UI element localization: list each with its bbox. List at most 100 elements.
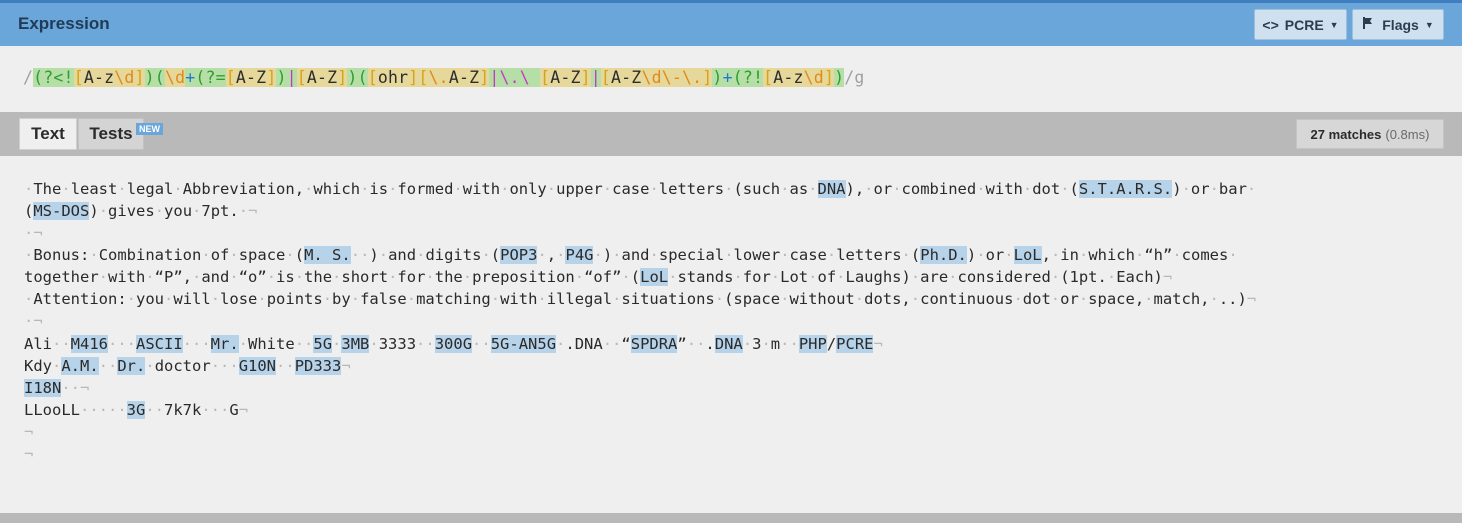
- whitespace-marker: ·: [462, 268, 473, 286]
- whitespace-marker: ·: [546, 180, 557, 198]
- whitespace-marker: ·: [761, 335, 771, 353]
- regex-token: A-Z: [448, 68, 480, 87]
- text-segment: .DNA: [565, 335, 603, 353]
- match-highlight: SPDRA: [630, 335, 678, 353]
- whitespace-marker: ·: [892, 180, 902, 198]
- flavor-button[interactable]: <> PCRE ▼: [1254, 9, 1347, 40]
- regex-token: A-z: [83, 68, 115, 87]
- regex-input[interactable]: /(?<![A-z\d])(\d+(?=[A-Z])|[A-Z])([ohr][…: [23, 68, 865, 87]
- text-segment: LLooLL: [24, 401, 80, 419]
- whitespace-marker: ·: [1050, 246, 1061, 264]
- match-highlight: Ph.D.: [920, 246, 967, 264]
- whitespace-marker: ··: [294, 335, 314, 353]
- text-segment: only: [509, 180, 547, 198]
- match-count: 27 matches: [1310, 126, 1382, 142]
- whitespace-marker: ·: [350, 290, 361, 308]
- regex-token: |: [286, 68, 297, 87]
- match-highlight: PD333: [294, 357, 342, 375]
- whitespace-marker: ··: [780, 335, 799, 353]
- text-segment: you: [164, 202, 193, 220]
- whitespace-marker: ·: [1050, 290, 1061, 308]
- whitespace-marker: ··: [472, 335, 491, 353]
- match-info[interactable]: 27 matches (0.8ms): [1296, 119, 1444, 149]
- text-segment: stands: [677, 268, 734, 286]
- test-text-area[interactable]: ·The·least·legal·Abbreviation,·which·is·…: [0, 156, 1462, 513]
- text-segment: Abbreviation,: [182, 180, 305, 198]
- whitespace-marker: ·: [854, 290, 865, 308]
- text-segment: with: [500, 290, 538, 308]
- whitespace-marker: ·: [948, 268, 958, 286]
- regex-token: (: [154, 68, 165, 87]
- text-segment: case: [612, 180, 650, 198]
- text-segment: is: [369, 180, 389, 198]
- tab-tests[interactable]: Tests: [78, 118, 144, 150]
- whitespace-marker: ·: [1209, 180, 1219, 198]
- code-icon: <>: [1262, 16, 1279, 33]
- text-line: ¬: [24, 423, 33, 441]
- whitespace-marker: ·: [229, 246, 239, 264]
- caret-down-icon: ▼: [1424, 19, 1434, 30]
- whitespace-marker: ·: [537, 246, 547, 264]
- whitespace-marker: ·: [780, 246, 790, 264]
- regex-token: (?<!: [33, 68, 74, 87]
- whitespace-marker: ···: [201, 401, 230, 419]
- match-highlight: M. S.: [304, 246, 351, 264]
- flags-label: Flags: [1382, 16, 1419, 33]
- text-segment: preposition: [472, 268, 575, 286]
- text-segment: space,: [1088, 290, 1145, 308]
- text-segment: “o”: [238, 268, 267, 286]
- match-highlight: M416: [70, 335, 108, 353]
- text-line: ·Attention:·you·will·lose·points·by·fals…: [24, 290, 1256, 308]
- regex-token: [: [73, 68, 84, 87]
- regex-token: ): [834, 68, 845, 87]
- whitespace-marker: ·: [1078, 246, 1089, 264]
- text-segment: Attention:: [33, 290, 127, 308]
- text-segment: (such: [733, 180, 781, 198]
- whitespace-marker: ·: [145, 357, 155, 375]
- match-highlight: DNA: [714, 335, 743, 353]
- text-segment: dot: [1022, 290, 1051, 308]
- regex-token: ]: [823, 68, 835, 87]
- regex-token: ): [144, 68, 155, 87]
- text-segment: of: [210, 246, 230, 264]
- match-highlight: G10N: [238, 357, 277, 375]
- match-highlight: PHP: [798, 335, 827, 353]
- text-segment: ”: [677, 335, 687, 353]
- regex-token: \: [519, 68, 541, 87]
- regex-token: [: [600, 68, 612, 87]
- text-segment: (: [910, 246, 921, 264]
- whitespace-marker: ·: [1172, 246, 1182, 264]
- tab-text[interactable]: Text: [19, 118, 77, 150]
- match-highlight: 5G-AN5G: [490, 335, 557, 353]
- whitespace-marker: ···: [108, 335, 136, 353]
- text-segment: and: [201, 268, 230, 286]
- regex-token: ]: [337, 68, 348, 87]
- whitespace-marker: ·: [910, 268, 921, 286]
- whitespace-marker: ·¬: [238, 202, 258, 220]
- whitespace-marker: ·: [388, 268, 398, 286]
- whitespace-marker: ·: [780, 180, 790, 198]
- text-segment: ): [966, 246, 977, 264]
- expression-header: Expression <> PCRE ▼ Flags ▼: [0, 0, 1462, 46]
- text-segment: matching: [416, 290, 491, 308]
- whitespace-marker: ·: [369, 335, 379, 353]
- text-segment: Laughs): [845, 268, 911, 286]
- regex-token: \.: [682, 68, 703, 87]
- regex-token: A-Z: [611, 68, 642, 87]
- whitespace-marker: ·: [89, 246, 99, 264]
- regex-token: ): [712, 68, 723, 87]
- text-line: ¬: [24, 445, 33, 463]
- flags-button[interactable]: Flags ▼: [1352, 9, 1444, 40]
- whitespace-marker: ¬: [238, 401, 249, 419]
- whitespace-marker: ·: [668, 268, 678, 286]
- text-segment: continuous: [920, 290, 1014, 308]
- regex-token: \d: [641, 68, 662, 87]
- whitespace-marker: ¬: [873, 335, 883, 353]
- text-segment: “of”: [584, 268, 622, 286]
- whitespace-marker: ·: [192, 268, 202, 286]
- match-highlight: PCRE: [836, 335, 874, 353]
- text-segment: letters: [836, 246, 902, 264]
- text-segment: (: [490, 246, 501, 264]
- regex-token: ]: [408, 68, 419, 87]
- whitespace-marker: ·: [117, 180, 127, 198]
